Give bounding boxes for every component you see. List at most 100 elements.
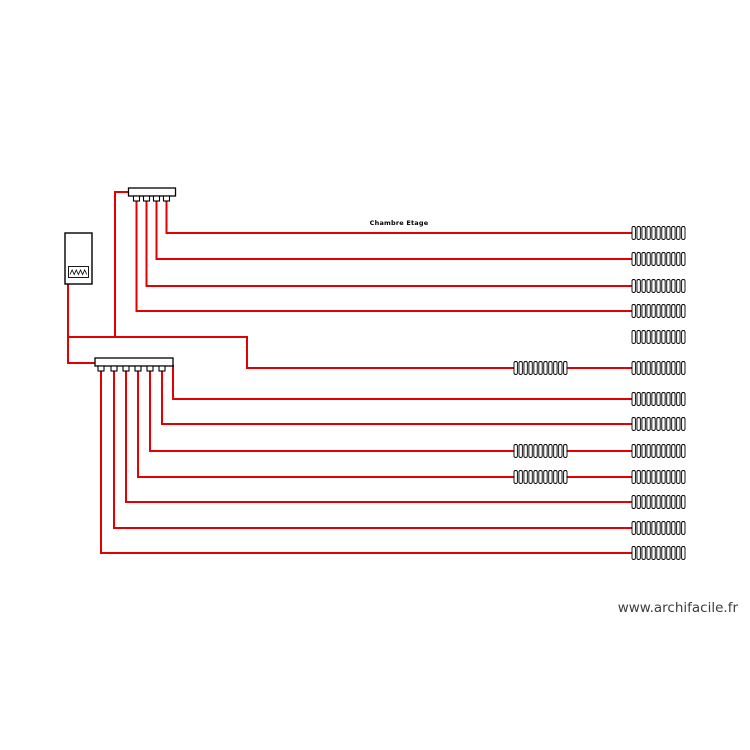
radiator-row4[interactable] — [631, 304, 686, 318]
radiator-fin — [558, 361, 563, 375]
radiator-fin — [631, 304, 636, 318]
radiator-fin — [656, 495, 661, 509]
radiator-fin — [676, 417, 681, 431]
pipe-row7[interactable] — [172, 365, 632, 400]
radiator-row5[interactable] — [631, 330, 686, 344]
radiator-fin — [651, 470, 656, 484]
radiator-fin — [676, 252, 681, 266]
radiator-fin — [651, 521, 656, 535]
radiator-fin — [666, 392, 671, 406]
radiator-fin — [636, 546, 641, 560]
radiator-row2[interactable] — [631, 252, 686, 266]
radiator-fin — [538, 444, 543, 458]
radiator-fin — [636, 392, 641, 406]
radiator-fin — [661, 252, 666, 266]
radiator-fin — [528, 444, 533, 458]
radiator-fin — [676, 361, 681, 375]
radiator-fin — [651, 304, 656, 318]
manifold-outlet — [132, 195, 141, 202]
radiator-fin — [681, 252, 686, 266]
radiator-fin — [666, 226, 671, 240]
radiator-row11[interactable] — [631, 495, 686, 509]
radiator-fin — [548, 444, 553, 458]
radiator-fin — [528, 470, 533, 484]
pipe-row8[interactable] — [161, 366, 632, 425]
radiator-fin — [676, 521, 681, 535]
radiator-fin — [641, 304, 646, 318]
radiator-row9[interactable] — [631, 444, 686, 458]
radiator-fin — [646, 470, 651, 484]
radiator-fin — [513, 444, 518, 458]
radiator-fin — [681, 361, 686, 375]
radiator-fin — [523, 470, 528, 484]
pipe-riser-to-upper-manifold[interactable] — [114, 191, 129, 337]
radiator-fin — [656, 392, 661, 406]
radiator-row6[interactable] — [631, 361, 686, 375]
boiler-label-marks — [69, 269, 88, 276]
manifold-upper[interactable] — [127, 187, 177, 202]
pipe-row12[interactable] — [113, 366, 632, 529]
radiator-fin — [671, 417, 676, 431]
radiator-fin — [563, 361, 568, 375]
radiator-row12[interactable] — [631, 521, 686, 535]
radiator-fin — [538, 361, 543, 375]
pipe-row10[interactable] — [137, 366, 632, 478]
pipe-row3[interactable] — [145, 196, 633, 287]
archifacile-watermark: www.archifacile.fr — [617, 600, 738, 616]
pipe-row13[interactable] — [100, 366, 632, 554]
radiator-row1[interactable] — [631, 226, 686, 240]
pipe-row11[interactable] — [125, 366, 632, 503]
radiator-fin — [671, 495, 676, 509]
radiator-fin — [518, 361, 523, 375]
radiator-fin — [636, 304, 641, 318]
pipe-row9[interactable] — [149, 366, 632, 452]
radiator-fin — [553, 470, 558, 484]
radiator-fin — [631, 226, 636, 240]
radiator-fin — [651, 279, 656, 293]
radiator-fin — [543, 470, 548, 484]
radiator-fin — [651, 226, 656, 240]
radiator-fin — [661, 304, 666, 318]
boiler[interactable] — [64, 232, 93, 285]
pipe-trunk-to-row6[interactable] — [68, 336, 632, 369]
radiator-fin — [563, 444, 568, 458]
radiator-fin — [671, 444, 676, 458]
radiator-row8[interactable] — [631, 417, 686, 431]
radiator-row13[interactable] — [631, 546, 686, 560]
radiator-fin — [646, 361, 651, 375]
radiator-fin — [553, 361, 558, 375]
radiator-fin — [656, 361, 661, 375]
pipe-boiler-to-lower-manifold[interactable] — [67, 284, 95, 364]
radiator-mid-row9[interactable] — [513, 444, 568, 458]
radiator-fin — [631, 444, 636, 458]
radiator-mid-row6[interactable] — [513, 361, 568, 375]
pipe-row2[interactable] — [155, 196, 633, 260]
radiator-fin — [631, 470, 636, 484]
radiator-fin — [676, 392, 681, 406]
radiator-fin — [651, 392, 656, 406]
manifold-outlet — [110, 365, 118, 372]
radiator-fin — [518, 444, 523, 458]
room-label: Chambre Etage — [369, 219, 429, 227]
radiator-fin — [641, 495, 646, 509]
radiator-mid-row10[interactable] — [513, 470, 568, 484]
radiator-fin — [656, 330, 661, 344]
radiator-fin — [523, 444, 528, 458]
radiator-fin — [548, 470, 553, 484]
pipe-row1[interactable] — [165, 196, 633, 234]
radiator-fin — [661, 521, 666, 535]
radiator-fin — [518, 470, 523, 484]
radiator-fin — [666, 330, 671, 344]
manifold-lower[interactable] — [94, 357, 174, 372]
pipe-row4[interactable] — [135, 196, 633, 312]
radiator-fin — [671, 330, 676, 344]
manifold-outlet — [122, 365, 130, 372]
radiator-fin — [671, 361, 676, 375]
radiator-row7[interactable] — [631, 392, 686, 406]
radiator-fin — [641, 279, 646, 293]
radiator-row10[interactable] — [631, 470, 686, 484]
radiator-fin — [671, 470, 676, 484]
radiator-row3[interactable] — [631, 279, 686, 293]
radiator-fin — [661, 361, 666, 375]
